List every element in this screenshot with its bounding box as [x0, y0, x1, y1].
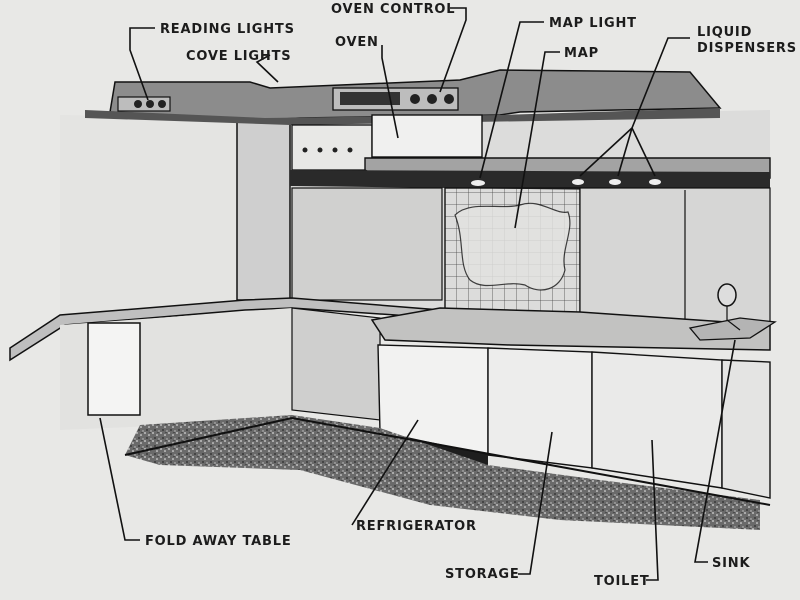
left-wall	[60, 115, 245, 320]
label-cove-lights: COVE LIGHTS	[186, 49, 291, 64]
middle-lower-wall	[291, 307, 381, 421]
leader-liquid	[631, 37, 690, 129]
back-panel-right	[579, 187, 771, 327]
leader-cove-lights	[255, 54, 279, 83]
reading-lights-fixture	[117, 96, 171, 112]
left-post	[236, 119, 291, 301]
cabinet-knob-4	[347, 147, 353, 153]
right-counter-top	[370, 307, 771, 351]
leader-oven	[381, 45, 399, 139]
storage-cabinet	[487, 347, 593, 469]
leader-dispenser-3	[631, 127, 656, 177]
fold-away-table-panel	[87, 322, 141, 416]
oven-knob-2	[427, 94, 437, 104]
cabinet-knob-3	[332, 147, 338, 153]
leader-fold-away-table	[99, 417, 140, 541]
leader-dispenser-1	[579, 127, 633, 177]
sink-faucet	[717, 283, 737, 307]
toilet-cabinet	[591, 351, 723, 489]
upper-cabinet	[291, 124, 373, 171]
oven-knob-1	[410, 94, 420, 104]
label-map-light: MAP LIGHT	[549, 16, 637, 31]
leader-map-light	[479, 21, 544, 179]
label-oven: OVEN	[335, 35, 379, 50]
shelf-shadow	[290, 170, 770, 192]
label-toilet: TOILET	[594, 574, 650, 589]
label-dispensers: DISPENSERS	[697, 41, 797, 56]
reading-light-2	[146, 100, 154, 108]
dispenser-1	[572, 179, 584, 185]
label-fold-away-table: FOLD AWAY TABLE	[145, 534, 292, 549]
map-light-bulb	[471, 180, 485, 186]
label-storage: STORAGE	[445, 567, 520, 582]
dispenser-2	[609, 179, 621, 185]
label-sink: SINK	[712, 556, 750, 571]
reading-light-3	[158, 100, 166, 108]
map-outline	[454, 202, 571, 291]
label-map: MAP	[564, 46, 599, 61]
back-panel-left	[291, 187, 443, 301]
leader-storage	[518, 431, 553, 575]
leader-toilet	[646, 439, 659, 581]
leader-map	[514, 51, 560, 229]
sink-cabinet	[721, 359, 771, 499]
leader-oven-control	[439, 7, 467, 93]
label-reading-lights: READING LIGHTS	[160, 22, 295, 37]
label-refrigerator: REFRIGERATOR	[356, 519, 477, 534]
leader-dispenser-2	[617, 127, 633, 177]
dispenser-3	[649, 179, 661, 185]
leader-sink	[694, 339, 736, 563]
leader-refrigerator	[351, 419, 419, 526]
sink-basin	[688, 317, 777, 341]
cabinet-knob-2	[317, 147, 323, 153]
label-oven-control: OVEN CONTROL	[331, 2, 455, 17]
leader-reading-lights	[129, 27, 155, 101]
floor-carpet	[125, 415, 760, 530]
oven-knob-3	[444, 94, 454, 104]
label-liquid: LIQUID	[697, 25, 752, 40]
oven-control-plate	[340, 92, 400, 105]
cabinet-knob-1	[302, 147, 308, 153]
oven-body	[371, 114, 483, 158]
reading-light-1	[134, 100, 142, 108]
